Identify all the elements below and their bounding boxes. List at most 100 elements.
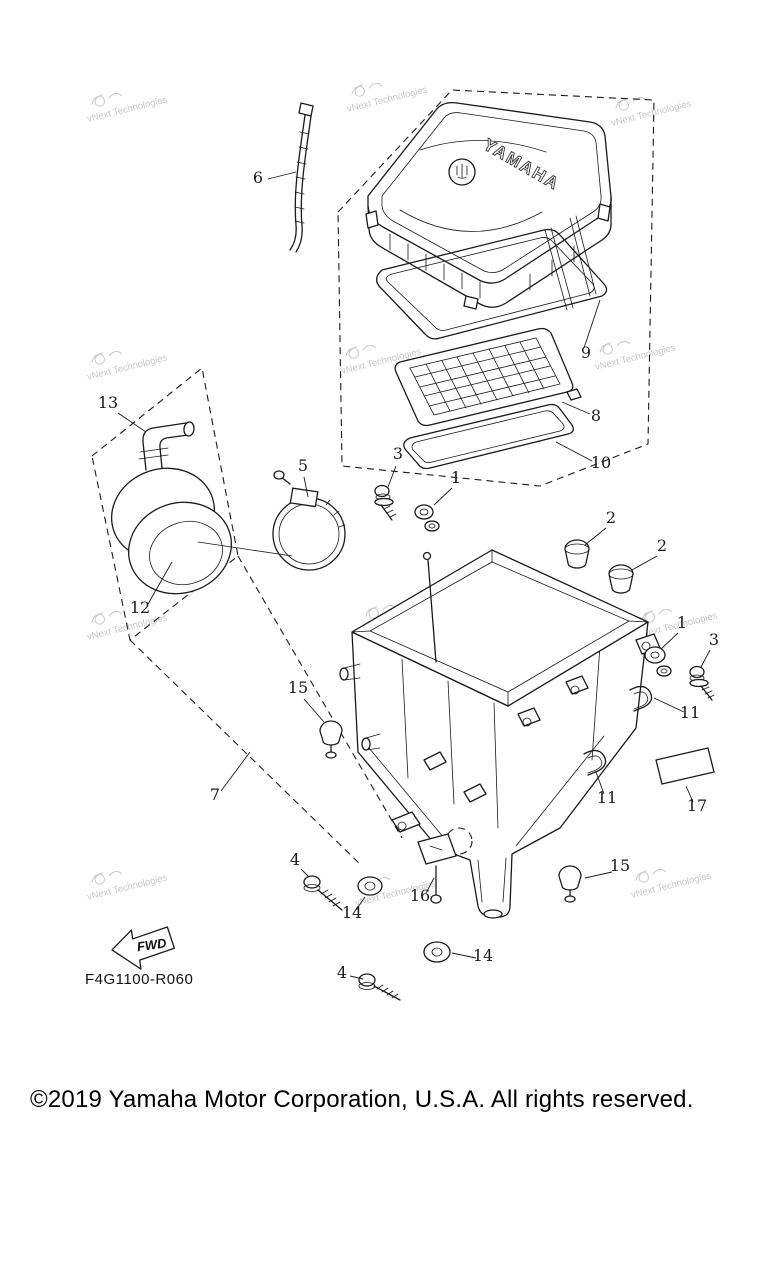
watermark-scribble-icon xyxy=(351,83,383,97)
callout-leader xyxy=(583,299,601,349)
hose-clamp xyxy=(272,470,346,571)
watermark-text: vNext Technologies xyxy=(86,872,169,903)
callout-leader xyxy=(300,868,310,878)
assembly-boundaries xyxy=(91,89,655,867)
watermark-scribble-icon xyxy=(91,351,123,365)
callout-number: 13 xyxy=(98,393,118,412)
air-cleaner-cover: YAMAHA xyxy=(365,102,612,311)
watermark-text: vNext Technologies xyxy=(86,352,169,383)
fwd-label: FWD xyxy=(136,935,168,954)
callout-number: 3 xyxy=(393,444,403,463)
damper-left xyxy=(319,720,343,759)
elbow-outlet xyxy=(183,421,195,437)
watermark: vNext Technologies xyxy=(346,83,429,115)
callout-number: 1 xyxy=(677,613,687,632)
fwd-arrow-shape xyxy=(111,926,176,970)
callout-leader xyxy=(220,751,251,792)
callout-number: 5 xyxy=(298,456,308,475)
air-filter-element xyxy=(394,327,582,427)
callout-leader xyxy=(685,785,694,803)
watermark: vNext Technologies xyxy=(86,871,169,903)
callout-leader xyxy=(387,465,397,488)
callout-number: 11 xyxy=(680,703,700,722)
watermark-text: vNext Technologies xyxy=(346,84,429,115)
duct-assembly-boundary xyxy=(91,367,239,641)
watermark-scribble-icon xyxy=(91,611,123,625)
callout-leader xyxy=(355,896,366,911)
callout-number: 6 xyxy=(253,168,263,187)
cable-tie xyxy=(289,102,314,253)
case-gasket xyxy=(403,403,574,470)
callout-leader xyxy=(555,441,593,462)
callout-leader xyxy=(451,952,477,959)
callout-number: 2 xyxy=(657,536,667,555)
exploded-diagram: vNext Technologies vNext Technologies vNex… xyxy=(85,83,719,1001)
callout-leader xyxy=(425,877,435,894)
callout-number: 2 xyxy=(606,508,616,527)
callout-number: 9 xyxy=(581,343,591,362)
watermark-scribble-icon xyxy=(91,871,123,885)
hook-lower xyxy=(583,749,607,776)
callout-leader xyxy=(700,649,711,668)
watermark-scribble-icon xyxy=(599,341,631,355)
copyright-text: ©2019 Yamaha Motor Corporation, U.S.A. A… xyxy=(30,1086,694,1113)
callout-leader xyxy=(584,871,613,879)
callout-leader xyxy=(303,698,325,723)
callout-number: 17 xyxy=(687,796,707,815)
callout-number: 8 xyxy=(591,406,601,425)
watermark-text: vNext Technologies xyxy=(86,94,169,125)
bolt-right xyxy=(689,665,715,701)
intake-joint-duct xyxy=(110,421,293,595)
callout-number: 7 xyxy=(210,785,220,804)
watermark-text: vNext Technologies xyxy=(610,98,693,129)
watermark-scribble-icon xyxy=(91,93,123,107)
callout-leader xyxy=(561,401,591,415)
callout-number: 15 xyxy=(288,678,308,697)
watermark-scribble-icon xyxy=(635,869,667,883)
callout-number: 14 xyxy=(342,903,362,922)
washer-lower-left xyxy=(357,876,383,896)
top-assembly-boundary xyxy=(337,89,655,487)
label-plate xyxy=(655,747,715,785)
callout-leader xyxy=(147,561,173,605)
grommet-right xyxy=(608,564,634,594)
assembly-leader-line xyxy=(237,555,403,839)
screw-upper xyxy=(374,484,397,521)
callout-leader xyxy=(660,632,679,650)
callout-leader xyxy=(117,412,147,433)
watermark-scribble-icon xyxy=(345,345,377,359)
callout-leader xyxy=(433,487,453,506)
assembly-leader-line xyxy=(129,639,363,867)
hook-upper xyxy=(629,685,653,712)
callout-number: 10 xyxy=(591,453,611,472)
bracket xyxy=(417,827,473,904)
air-cleaner-case xyxy=(339,549,661,919)
washer-set-right xyxy=(644,646,672,677)
watermark: vNext Technologies xyxy=(86,93,169,125)
callout-number: 1 xyxy=(451,468,461,487)
watermark: vNext Technologies xyxy=(610,97,693,129)
watermark: vNext Technologies xyxy=(594,341,677,373)
callout-number: 16 xyxy=(410,886,430,905)
watermark-scribble-icon xyxy=(641,609,673,623)
washer-bottom xyxy=(423,941,451,963)
callout-leader xyxy=(267,171,297,180)
callout-number: 3 xyxy=(709,630,719,649)
watermark-text: vNext Technologies xyxy=(630,870,713,901)
callout-number: 4 xyxy=(337,963,347,982)
damper-right xyxy=(558,865,582,903)
cover-seal xyxy=(375,228,608,340)
bolt-lower-left xyxy=(303,875,343,911)
callout-number: 4 xyxy=(290,850,300,869)
callout-leader xyxy=(303,476,309,498)
callout-leader xyxy=(584,527,607,546)
callout-number: 12 xyxy=(130,598,150,617)
fwd-arrow: FWD xyxy=(111,926,176,970)
watermark-text: vNext Technologies xyxy=(594,342,677,373)
callout-leader xyxy=(653,697,685,713)
callout-number: 14 xyxy=(473,946,493,965)
callout-number: 15 xyxy=(610,856,630,875)
callout-leader xyxy=(349,975,364,980)
